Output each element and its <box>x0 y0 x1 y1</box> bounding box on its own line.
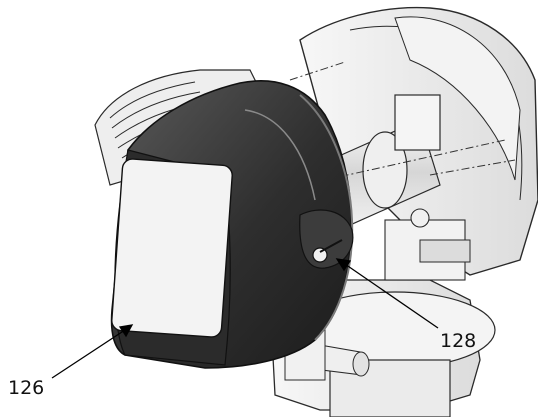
leader-128 <box>341 261 439 329</box>
callout-leaders <box>51 258 439 379</box>
alignment-lines <box>289 61 516 181</box>
cover-screw <box>312 247 328 263</box>
callout-label-128: 128 <box>440 330 476 352</box>
casting-flange <box>394 16 521 181</box>
cover-window <box>111 158 233 338</box>
cover-screw-shank <box>319 239 343 253</box>
cover-rim <box>299 94 354 341</box>
callout-label-126: 126 <box>8 377 44 399</box>
label-plate <box>419 239 471 263</box>
protective-cover <box>110 80 354 369</box>
coupling-block <box>394 94 441 151</box>
leader-126 <box>51 327 129 379</box>
bolt-head <box>410 208 430 228</box>
cover-highlight <box>244 109 316 201</box>
shaft-collar <box>362 131 408 209</box>
leader-128-arrowhead <box>335 258 352 272</box>
leader-126-arrowhead <box>118 324 134 338</box>
lower-fitting-end <box>352 351 370 377</box>
